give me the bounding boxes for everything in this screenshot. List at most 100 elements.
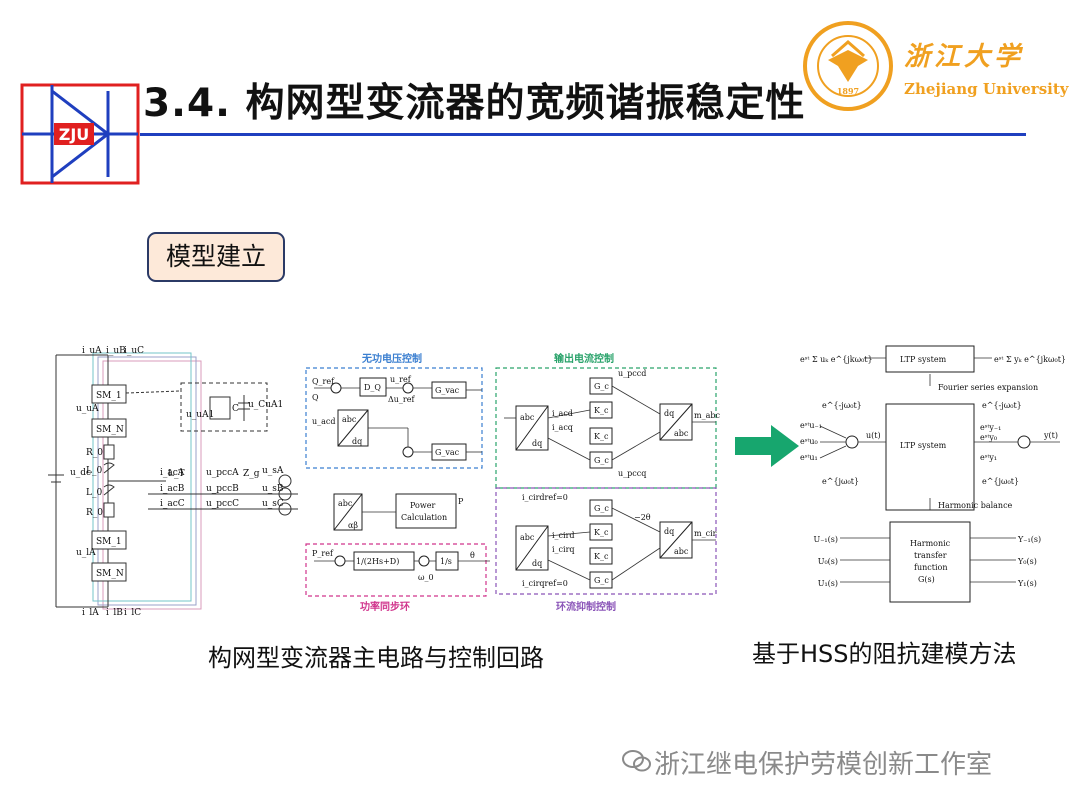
sig-mcir: m_cir	[694, 529, 717, 538]
htf-in-0: U₋₁(s)	[813, 535, 838, 544]
ab-label-abc: abc	[338, 499, 353, 508]
university-seal-icon: 1897	[803, 21, 893, 111]
r0-label-lower: R_0	[86, 508, 103, 518]
ucua1-label: u_CuA1	[248, 400, 283, 410]
r0-label: R_0	[86, 448, 103, 458]
htf-line-1: Harmonic	[910, 539, 951, 548]
left-figure-caption: 构网型变流器主电路与控制回路	[208, 644, 544, 672]
section-tag: 模型建立	[147, 232, 285, 282]
usA-label: u_sA	[262, 466, 284, 476]
htf-line-2: transfer	[914, 551, 947, 560]
sm-label-2: SM_N	[96, 425, 124, 435]
wechat-icon	[622, 750, 651, 772]
right-arrow-icon	[735, 425, 799, 467]
gain-gc-2: G_c	[594, 456, 609, 465]
upccB-label: u_pccB	[206, 484, 239, 494]
cap-label: C	[232, 404, 239, 414]
htf-line-3: function	[914, 563, 948, 572]
sm-label-1: SM_1	[96, 391, 122, 401]
upccC-label: u_pccC	[206, 499, 239, 509]
htf-in-2: U₁(s)	[818, 579, 838, 588]
sig-iacd: i_acd	[552, 409, 573, 418]
exp-out-4: e^{jω₀t}	[982, 477, 1019, 486]
mmc-circuit-diagram: u_dc SM_1 SM_N SM_1 SM_N R_0 L_0 L_0 R_0…	[48, 346, 298, 617]
l0-label-lower: L_0	[86, 488, 102, 498]
sig-duref: Δu_ref	[388, 395, 415, 404]
iuA-label: i_uA	[82, 346, 102, 356]
dq-label-1: dq	[352, 437, 362, 446]
abc-label-3: abc	[674, 429, 689, 438]
gain-kc-3: K_c	[594, 528, 609, 537]
udc-label: u_dc	[70, 468, 91, 478]
exp-in-1: eˢᵗu₋₁	[800, 421, 822, 430]
upccA-label: u_pccA	[206, 468, 239, 478]
abc-label-4: abc	[520, 533, 535, 542]
sm-label-4: SM_N	[96, 569, 124, 579]
sig-icirqref: i_cirqref=0	[522, 579, 568, 588]
exp-in-2: eˢᵗu₀	[800, 437, 818, 446]
htf-out-0: Y₋₁(s)	[1017, 535, 1041, 544]
logo-text: ZJU	[59, 125, 90, 144]
sig-uref: u_ref	[390, 375, 412, 384]
page-title: 3.4. 构网型变流器的宽频谐振稳定性	[143, 81, 806, 126]
title-divider	[140, 133, 1026, 136]
control-loop-diagram: 无功电压控制 输出电流控制 功率同步环 环流抑制控制	[305, 352, 720, 613]
exp-in-3: eˢᵗu₁	[800, 453, 818, 462]
ilA-label: i_lA	[82, 608, 99, 617]
ilB-label: i_lB	[106, 608, 123, 617]
sig-q: Q	[312, 393, 319, 402]
gain-gc-4: G_c	[594, 576, 609, 585]
exp-out-1: eˢᵗy₋₁	[980, 423, 1001, 432]
gain-gvac-2: G_vac	[435, 448, 460, 457]
dq-label-5: dq	[664, 527, 674, 536]
sig-p: P	[458, 497, 464, 506]
htf-out-2: Y₁(s)	[1017, 579, 1037, 588]
zju-logo: ZJU	[20, 83, 140, 185]
university-name-en: Zhejiang University	[904, 80, 1069, 98]
power-sync-label: 功率同步环	[360, 600, 410, 613]
gain-kc-1: K_c	[594, 406, 609, 415]
integrator-block: 1/s	[440, 557, 452, 566]
gain-gc-1: G_c	[594, 382, 609, 391]
ab-label-ab: αβ	[348, 521, 358, 530]
hss-modeling-diagram: LTP system LTP system Fourier series exp…	[800, 345, 1066, 603]
ilC-label: i_lC	[124, 608, 141, 617]
ltp-block-top: LTP system	[900, 355, 947, 364]
sig-theta: θ	[470, 551, 475, 560]
iacA-label: i_acA	[160, 468, 185, 478]
input-ut: u(t)	[866, 431, 881, 440]
sig-neg2theta: −2θ	[634, 513, 651, 522]
dq-label-3: dq	[664, 409, 674, 418]
exp-out-0: e^{-jω₀t}	[982, 401, 1022, 410]
ulA-label: u_lA	[76, 548, 96, 558]
abc-label-2: abc	[520, 413, 535, 422]
reactive-voltage-label: 无功电压控制	[361, 352, 422, 365]
top-output-expr: eˢᵗ Σ yₖ e^{jkω₀t}	[994, 355, 1066, 364]
htf-line-4: G(s)	[918, 575, 935, 584]
cir-suppress-label: 环流抑制控制	[556, 600, 616, 613]
seal-year: 1897	[837, 86, 859, 96]
sig-icirdref: i_cirdref=0	[522, 493, 568, 502]
sig-upccd: u_pccd	[618, 369, 646, 378]
sig-iacq: i_acq	[552, 423, 573, 432]
dq-label-4: dq	[532, 559, 542, 568]
sig-uacd: u_acd	[312, 417, 336, 426]
output-current-label: 输出电流控制	[554, 352, 614, 365]
lt-label: L_T	[168, 469, 184, 479]
right-figure-caption: 基于HSS的阻抗建模方法	[752, 640, 1017, 668]
sig-upccq: u_pccq	[618, 469, 646, 478]
iuC-label: i_uC	[124, 346, 144, 356]
output-yt: y(t)	[1043, 431, 1058, 440]
power-calc-line1: Power	[410, 501, 435, 510]
iuB-label: i_uB	[106, 346, 126, 356]
gain-gc-3: G_c	[594, 504, 609, 513]
sig-icird: i_cird	[552, 531, 575, 540]
iacC-label: i_acC	[160, 499, 185, 509]
fourier-label: Fourier series expansion	[938, 383, 1038, 392]
gain-gvac-1: G_vac	[435, 386, 460, 395]
dq-label-2: dq	[532, 439, 542, 448]
sig-pref: P_ref	[312, 549, 334, 558]
sig-icirq: i_cirq	[552, 545, 575, 554]
power-calc-line2: Calculation	[401, 513, 447, 522]
ltp-block-mid: LTP system	[900, 441, 947, 450]
